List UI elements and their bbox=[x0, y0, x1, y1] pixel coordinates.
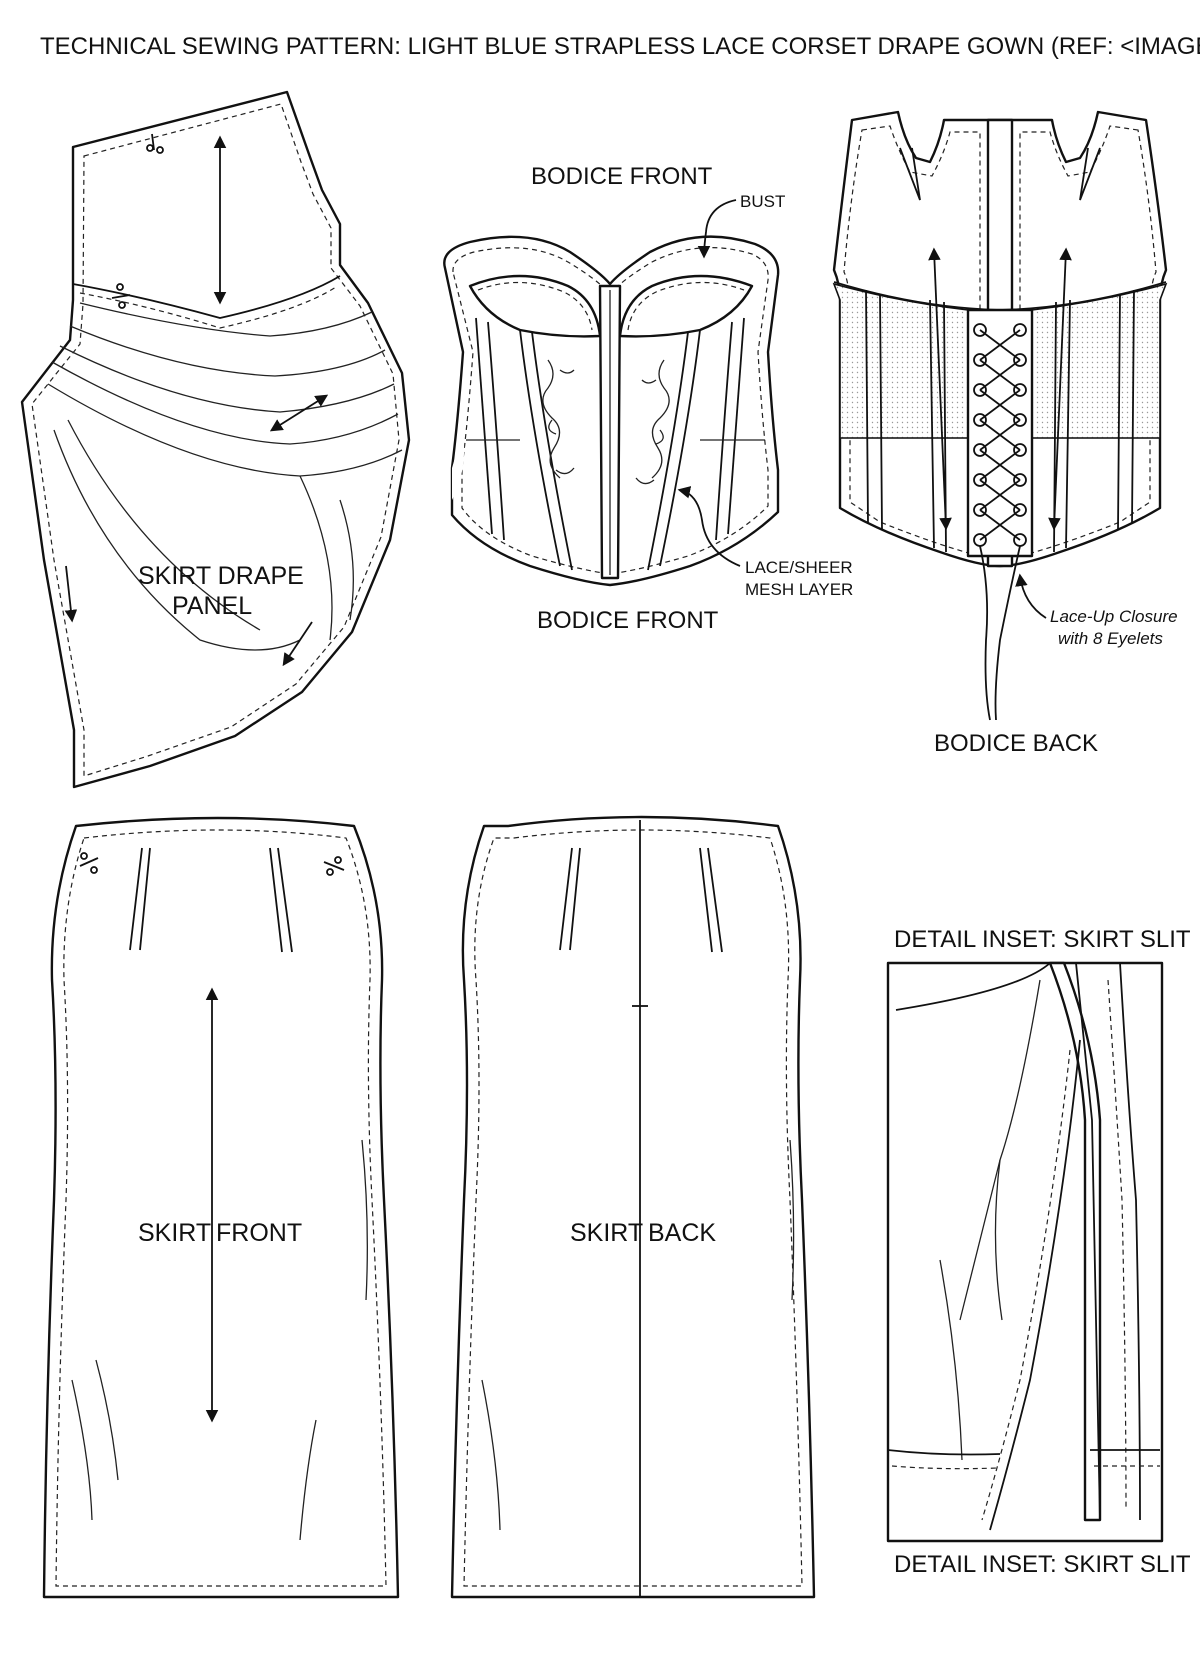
bodice-front-label-top: BODICE FRONT bbox=[531, 163, 713, 190]
drape-panel-label-1: SKIRT DRAPE bbox=[138, 562, 304, 590]
skirt-drape-panel: SKIRT DRAPE PANEL bbox=[20, 90, 411, 789]
eyelet-icon bbox=[973, 443, 1027, 457]
lace-label-2: MESH LAYER bbox=[745, 580, 853, 599]
skirt-back-label-2: BACK bbox=[648, 1219, 716, 1247]
inset-label-top: DETAIL INSET: SKIRT SLIT bbox=[894, 926, 1191, 953]
detail-inset: DETAIL INSET: SKIRT SLIT DETAIL INSET: S… bbox=[886, 926, 1191, 1578]
bodice-front: BODICE FRONT BUST LACE/SHEER MESH LAYER … bbox=[443, 163, 853, 634]
inset-frame bbox=[886, 961, 1164, 1543]
skirt-front-outline bbox=[42, 816, 400, 1599]
closure-label-2: with 8 Eyelets bbox=[1058, 629, 1163, 648]
skirt-front-label-2: FRONT bbox=[216, 1219, 302, 1247]
notch-icon bbox=[146, 133, 164, 154]
bodice-back: Lace-Up Closure with 8 Eyelets BODICE BA… bbox=[832, 110, 1178, 757]
eyelet-icon bbox=[973, 383, 1027, 397]
eyelet-icon bbox=[973, 323, 1027, 337]
closure-label-1: Lace-Up Closure bbox=[1050, 607, 1178, 626]
skirt-front: SKIRT FRONT bbox=[42, 816, 400, 1599]
skirt-back-outline bbox=[450, 815, 816, 1599]
eyelet-icon bbox=[973, 503, 1027, 517]
skirt-front-label-1: SKIRT bbox=[138, 1219, 211, 1247]
bodice-front-outline bbox=[443, 235, 780, 587]
skirt-back-label-1: SKIRT bbox=[570, 1219, 643, 1247]
notch-icon bbox=[79, 852, 99, 874]
bust-label: BUST bbox=[740, 192, 785, 211]
drape-panel-outline bbox=[20, 90, 411, 789]
eyelet-icon bbox=[973, 473, 1027, 487]
eyelet-icon bbox=[973, 353, 1027, 367]
bodice-back-label: BODICE BACK bbox=[934, 730, 1098, 757]
skirt-back: SKIRT BACK bbox=[450, 815, 816, 1599]
bodice-front-label-bottom: BODICE FRONT bbox=[537, 607, 719, 634]
notch-icon bbox=[111, 283, 131, 309]
lace-label-1: LACE/SHEER bbox=[745, 558, 853, 577]
drape-panel-label-2: PANEL bbox=[172, 592, 252, 620]
inset-label-bottom: DETAIL INSET: SKIRT SLIT bbox=[894, 1551, 1191, 1578]
page-title: TECHNICAL SEWING PATTERN: LIGHT BLUE STR… bbox=[40, 33, 1200, 60]
eyelet-icon bbox=[973, 413, 1027, 427]
notch-icon bbox=[323, 856, 345, 876]
